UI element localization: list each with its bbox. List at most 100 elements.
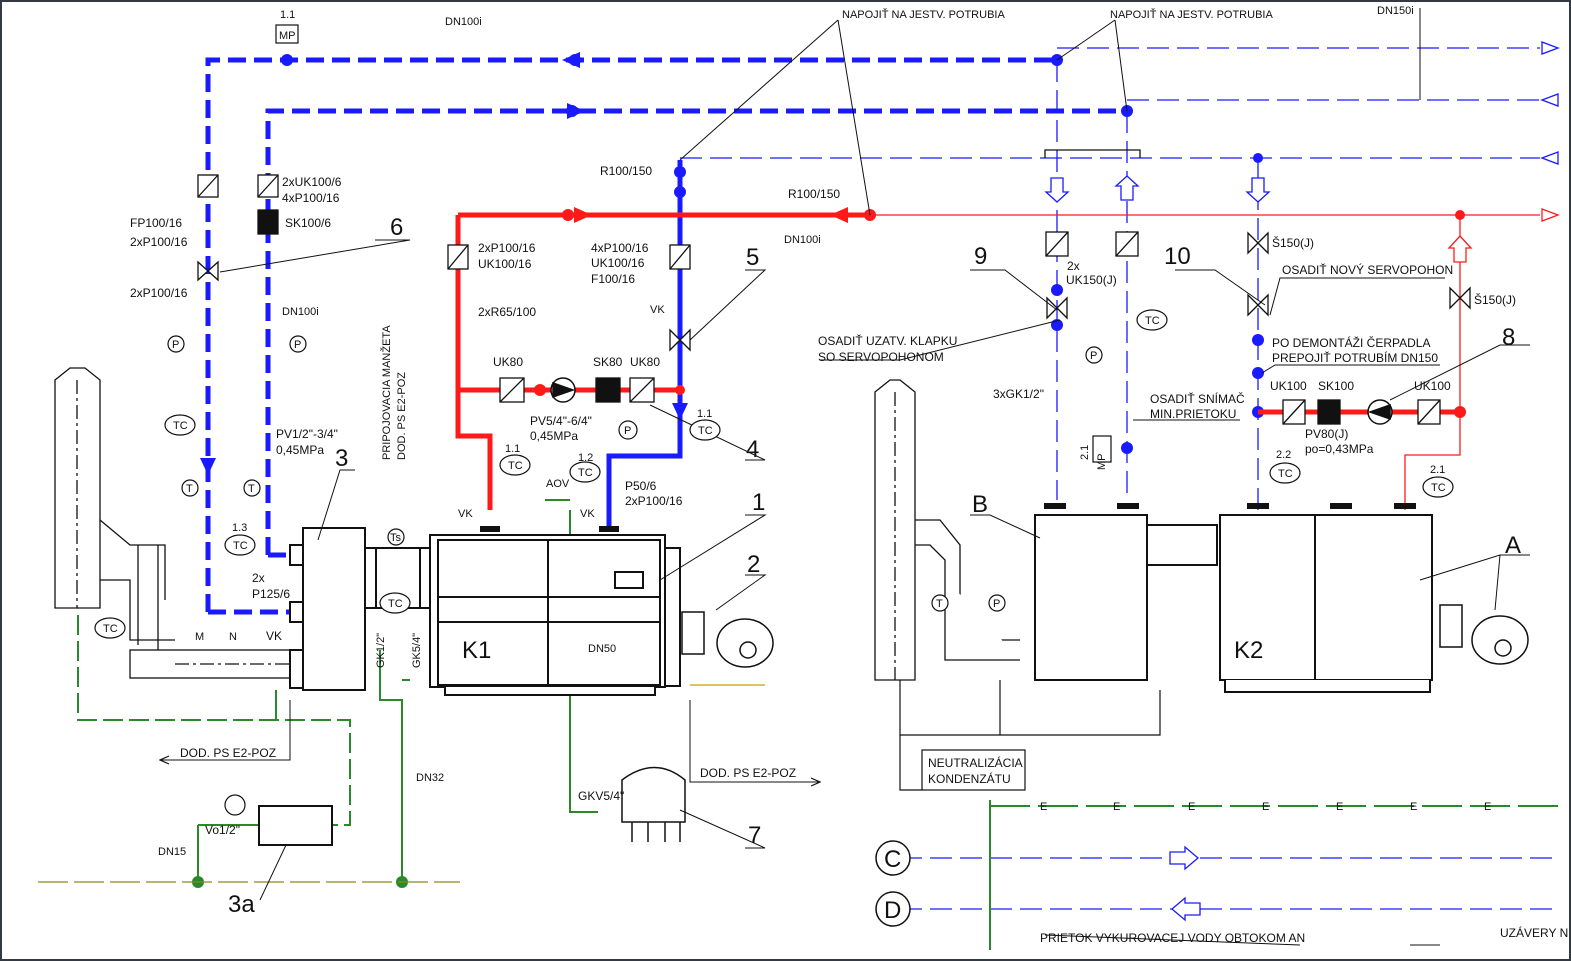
- text-napojit-2: NAPOJIŤ NA JESTV. POTRUBIA: [1110, 8, 1273, 21]
- text-ts: Ts: [390, 532, 402, 544]
- text-tc-2: TC: [103, 623, 118, 635]
- text-p-3: P: [993, 598, 1000, 610]
- text-b: B: [972, 491, 988, 518]
- text-tc-5: TC: [508, 460, 523, 472]
- text-neutral-1: NEUTRALIZÁCIA: [928, 755, 1023, 770]
- chimney-left: [54, 367, 301, 679]
- text-p125: P125/6: [252, 587, 290, 601]
- text-t-2: T: [248, 483, 255, 495]
- text-tag11a: 1.1: [505, 443, 520, 455]
- text-d: D: [884, 897, 901, 924]
- leader-lines: [160, 8, 1530, 946]
- text-s150b: Š150(J): [1474, 292, 1516, 307]
- burner-k1: [681, 611, 774, 668]
- text-neutral-2: KONDENZÁTU: [928, 771, 1011, 786]
- text-k1: K1: [462, 637, 491, 664]
- text-2x-b: 2x: [1067, 259, 1080, 273]
- text-r65: 2xR65/100: [478, 305, 536, 319]
- text-e-6: E: [1410, 801, 1417, 813]
- text-p100-c: 2xP100/16: [478, 241, 536, 255]
- text-mp2: MP: [1096, 454, 1108, 471]
- red-flow-arrows: [534, 207, 1466, 418]
- text-e-2: E: [1113, 801, 1120, 813]
- text-dn100i-left: DN100i: [282, 306, 319, 318]
- text-prietok: PRIETOK VYKUROVACEJ VODY OBTOKOM AN: [1040, 931, 1305, 945]
- text-tc-9: TC: [1278, 468, 1293, 480]
- text-dod-mid: DOD. PS E2-POZ: [700, 766, 796, 780]
- text-gk3: 3xGK1/2": [993, 387, 1044, 401]
- text-uk-left-1: 2xUK100/6: [282, 175, 342, 189]
- text-k2: K2: [1234, 637, 1263, 664]
- text-dod-left: DOD. PS E2-POZ: [180, 746, 276, 760]
- text-vk-mid: VK: [650, 304, 665, 316]
- text-num8: 8: [1502, 324, 1515, 351]
- text-tag13: 1.3: [232, 522, 247, 534]
- text-2x: 2x: [252, 571, 265, 585]
- text-tag21b: 2.1: [1430, 464, 1445, 476]
- text-e-3: E: [1188, 801, 1195, 813]
- text-po-dem-2: PREPOJIŤ POTRUBÍM DN150: [1272, 350, 1438, 365]
- text-p50: P50/6: [625, 479, 657, 493]
- red-open-arrows: [1447, 208, 1560, 263]
- text-s150a: Š150(J): [1272, 235, 1314, 250]
- text-pv1-p: 0,45MPa: [276, 443, 324, 457]
- text-e-5: E: [1336, 801, 1343, 813]
- text-uk100a: UK100: [1270, 379, 1307, 393]
- text-mp-tag: 1.1: [280, 9, 295, 21]
- text-num1: 1: [752, 489, 765, 516]
- text-tc-1: TC: [173, 420, 188, 432]
- text-e-1: E: [1040, 801, 1047, 813]
- text-dn100i-top: DN100i: [445, 16, 482, 28]
- boiler-k2: [1219, 514, 1433, 693]
- text-num3a: 3a: [228, 891, 255, 918]
- text-num4: 4: [746, 436, 759, 463]
- text-tag22: 2.2: [1276, 449, 1291, 461]
- text-osadit-snimac-1: OSADIŤ SNÍMAČ: [1150, 391, 1245, 406]
- text-gk5-4: GK5/4": [411, 633, 423, 668]
- label-circles: [875, 840, 911, 927]
- text-vk-left: VK: [266, 629, 282, 643]
- text-c: C: [884, 846, 901, 873]
- blue-flow-arrows: [200, 52, 1133, 475]
- text-tc-6: TC: [578, 467, 593, 479]
- text-p100-d: 4xP100/16: [591, 241, 649, 255]
- text-t-3: T: [936, 598, 943, 610]
- text-num2: 2: [747, 551, 760, 578]
- text-napojit-1: NAPOJIŤ NA JESTV. POTRUBIA: [842, 8, 1005, 21]
- text-p100-b: 2xP100/16: [130, 286, 188, 300]
- text-num6: 6: [390, 214, 403, 241]
- text-po-dem-1: PO DEMONTÁŽI ČERPADLA: [1272, 335, 1430, 350]
- burner-k2: [1439, 604, 1529, 665]
- text-p-5: P: [624, 425, 631, 437]
- text-uzavery: UZÁVERY N: [1500, 925, 1568, 940]
- text-gkv: GKV5/4": [578, 789, 624, 803]
- text-tc-10: TC: [1431, 482, 1446, 494]
- diagram-texts: NAPOJIŤ NA JESTV. POTRUBIA NAPOJIŤ NA JE…: [103, 5, 1568, 945]
- text-dn50: DN50: [588, 643, 616, 655]
- text-pv5-p: 0,45MPa: [530, 429, 578, 443]
- text-num10: 10: [1164, 243, 1191, 270]
- text-t-1: T: [186, 483, 193, 495]
- pump-symbols: [550, 377, 1393, 425]
- text-pv5: PV5/4"-6/4": [530, 414, 592, 428]
- chimney-right: [874, 379, 1020, 681]
- expansion-vessel: [621, 766, 686, 842]
- yellow-line: [38, 684, 765, 883]
- text-num3: 3: [335, 445, 348, 472]
- text-uk-left-2: 4xP100/16: [282, 191, 340, 205]
- text-dn15: DN15: [158, 846, 186, 858]
- tank-3a: [258, 805, 333, 846]
- text-p100-a: 2xP100/16: [130, 235, 188, 249]
- text-num7: 7: [748, 822, 761, 849]
- text-n: N: [229, 631, 237, 643]
- text-uk150: UK150(J): [1066, 273, 1117, 287]
- text-p-2: P: [294, 339, 301, 351]
- drain-right: [899, 680, 1161, 791]
- text-priprojovacia-1: PRIPOJOVACIA MANŽETA: [380, 325, 393, 460]
- text-tc-8: TC: [1145, 315, 1160, 327]
- text-dn32: DN32: [416, 772, 444, 784]
- text-pv1: PV1/2"-3/4": [276, 427, 338, 441]
- text-a: A: [1505, 532, 1521, 559]
